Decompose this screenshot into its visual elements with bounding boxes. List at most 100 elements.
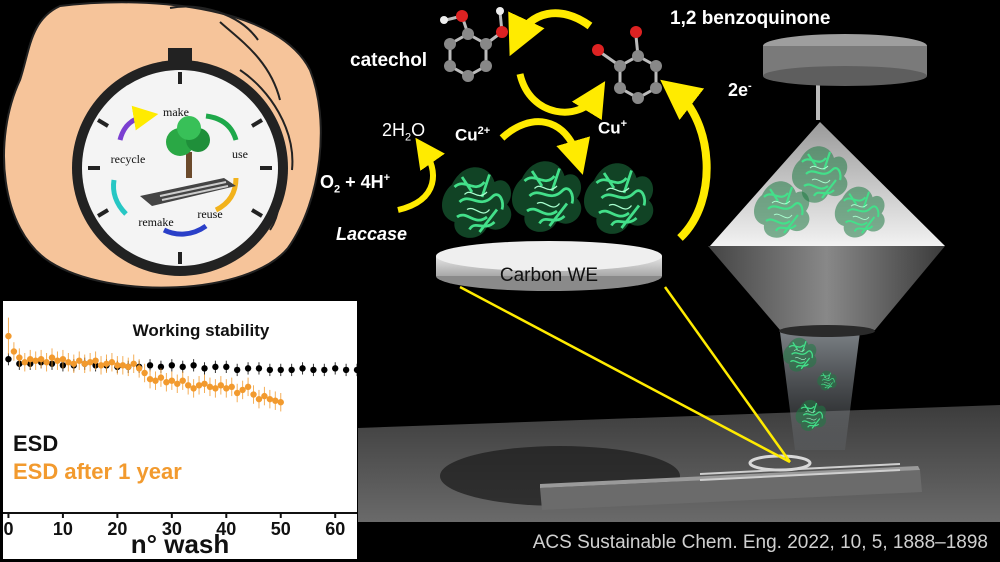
x-tick-label: 20	[107, 519, 127, 539]
legend-esd-after: ESD after 1 year	[13, 459, 182, 484]
cycle-reuse-label: reuse	[197, 207, 222, 221]
esd-point	[190, 362, 197, 369]
electrode-strip-top	[540, 466, 920, 488]
esd-after-point	[212, 385, 219, 392]
esd-after-point	[92, 357, 99, 364]
esd-after-point	[48, 354, 56, 361]
esd-after-point	[43, 359, 50, 366]
benzoquinone-molecule	[592, 26, 662, 104]
water-label: 2H2O	[382, 120, 426, 144]
quinone-to-catechol-arrow	[508, 9, 593, 57]
esd-point	[233, 366, 241, 374]
esd-point	[277, 366, 284, 374]
esd-after-point	[163, 379, 170, 386]
esd-after-point	[119, 362, 127, 369]
esd-after-point	[5, 332, 12, 340]
esd-after-point	[206, 383, 214, 391]
legend-esd: ESD	[13, 431, 58, 456]
esd-point	[168, 362, 176, 369]
enzyme-icon	[510, 159, 583, 234]
catechol-molecule	[440, 7, 508, 82]
zoom-line-left	[459, 285, 791, 464]
esd-after-point	[86, 359, 94, 366]
esd-after-point	[174, 380, 181, 387]
esd-point	[332, 365, 339, 372]
esd-after-point	[261, 392, 268, 400]
chart-title: Working stability	[133, 321, 270, 340]
esd-after-point	[255, 395, 263, 403]
cone-tip	[779, 325, 875, 337]
enzyme-icon	[440, 165, 513, 240]
esd-after-point	[59, 355, 67, 363]
esd-after-point	[125, 363, 132, 371]
esd-after-point	[135, 365, 143, 372]
cone-lower	[708, 246, 945, 330]
esd-point	[255, 365, 263, 372]
esd-after-point	[179, 377, 186, 384]
cycle-remake-label: remake	[138, 215, 173, 229]
esd-after-point	[157, 374, 165, 381]
citation: ACS Sustainable Chem. Eng. 2022, 10, 5, …	[532, 532, 988, 553]
laccase-label: Laccase	[336, 224, 408, 244]
esd-point	[201, 365, 208, 372]
x-axis-label: n° wash	[131, 529, 230, 559]
esd-point	[342, 366, 350, 374]
esd-after-point	[184, 382, 192, 389]
esd-point	[157, 363, 165, 371]
esd-after-point	[190, 385, 197, 392]
esd-point	[266, 366, 274, 374]
esd-after-point	[70, 360, 78, 367]
esd-after-point	[37, 355, 45, 363]
esd-after-point	[103, 360, 110, 367]
esd-after-point	[168, 377, 176, 384]
esd-point	[5, 355, 12, 363]
catechol-label: catechol	[350, 50, 428, 71]
esd-point	[179, 363, 186, 371]
oxygen-label: O2 + 4H+	[320, 172, 391, 196]
electrode-strip	[540, 470, 922, 510]
esd-after-point	[97, 362, 105, 369]
enzyme-icon	[582, 161, 655, 236]
oxygen-reduction-arrow	[397, 137, 445, 213]
esd-after-point	[277, 399, 284, 406]
esd-after-point	[10, 348, 18, 355]
esd-after-point	[217, 382, 225, 389]
esd-after-point	[114, 362, 121, 369]
esd-after-point	[195, 382, 203, 389]
cone-cap-bottom	[763, 66, 927, 86]
copper-i-label: Cu+	[598, 118, 628, 138]
stopwatch-illustration: make use reuse remake recycle	[3, 1, 322, 289]
esd-point	[353, 366, 357, 374]
esd-after-point	[152, 377, 159, 384]
copper-ii-label: Cu2+	[455, 125, 491, 145]
x-tick-label: 0	[3, 519, 13, 539]
cycle-recycle-label: recycle	[111, 152, 146, 166]
esd-point	[146, 362, 154, 369]
esd-point	[288, 366, 295, 374]
sensor-strip-icon	[140, 178, 236, 206]
esd-after-point	[201, 380, 208, 387]
electrode-disk-top	[436, 241, 662, 271]
esd-after-point	[81, 360, 88, 367]
esd-point	[223, 363, 230, 371]
esd-after-point	[228, 383, 235, 391]
esd-after-point	[21, 359, 28, 366]
esd-after-point	[233, 389, 241, 397]
esd-point	[310, 366, 317, 374]
tree-icon	[166, 116, 210, 178]
esd-after-point	[27, 355, 34, 363]
cycle-make-label: make	[163, 105, 189, 119]
cone-needle	[816, 76, 820, 120]
electron-arrow	[660, 79, 711, 241]
zoom-line-right	[663, 286, 792, 463]
esd-after-point	[108, 359, 116, 366]
esd-point	[321, 366, 328, 374]
esd-after-point	[130, 360, 137, 367]
esd-after-point	[141, 369, 148, 377]
x-tick-label: 10	[53, 519, 73, 539]
x-tick-label: 30	[162, 519, 182, 539]
copper-cycle-arrow	[499, 118, 591, 175]
